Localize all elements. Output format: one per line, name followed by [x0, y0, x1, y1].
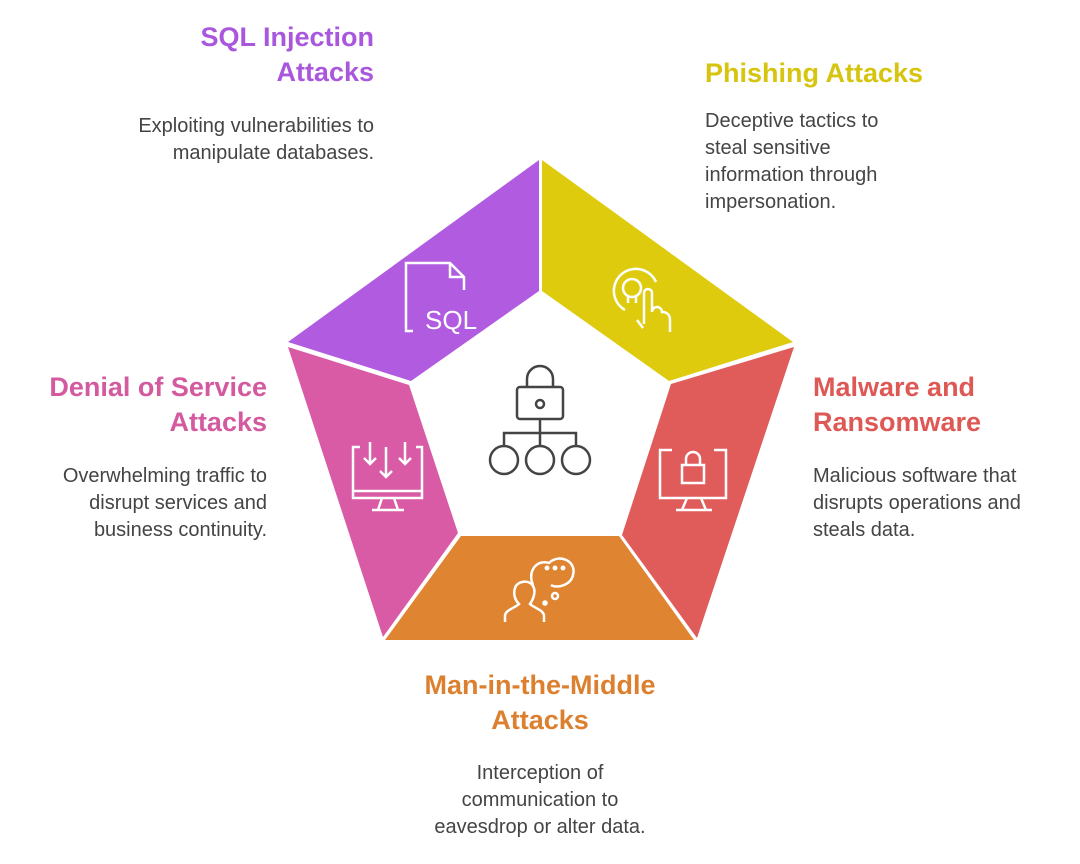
dos-title: Denial of Service Attacks	[49, 372, 267, 437]
person-thought-icon	[503, 557, 575, 622]
segment-phishing	[542, 160, 793, 381]
segment-sql	[288, 160, 539, 381]
sql-title: SQL Injection Attacks	[200, 22, 374, 87]
lock-network-icon	[488, 364, 592, 476]
skull-click-icon	[612, 267, 672, 332]
phishing-title: Phishing Attacks	[705, 58, 924, 88]
sql-file-icon: SQL	[404, 261, 477, 335]
malware-title: Malware and Ransomware	[813, 372, 982, 437]
phishing-description: Deceptive tactics to steal sensitive inf…	[705, 110, 879, 213]
segment-malware	[622, 347, 794, 638]
malware-description: Malicious software that disrupts operati…	[813, 465, 1021, 541]
locked-monitor-icon	[658, 448, 728, 512]
segment-mitm	[385, 536, 694, 640]
sql-description: Exploiting vulnerabilities to manipulate…	[138, 115, 374, 164]
monitor-download-icon	[351, 442, 424, 512]
dos-description: Overwhelming traffic to disrupt services…	[62, 465, 267, 541]
mitm-description: Interception of communication to eavesdr…	[434, 762, 646, 838]
svg-text:SQL: SQL	[425, 305, 477, 335]
mitm-title: Man-in-the-Middle Attacks	[424, 670, 656, 735]
